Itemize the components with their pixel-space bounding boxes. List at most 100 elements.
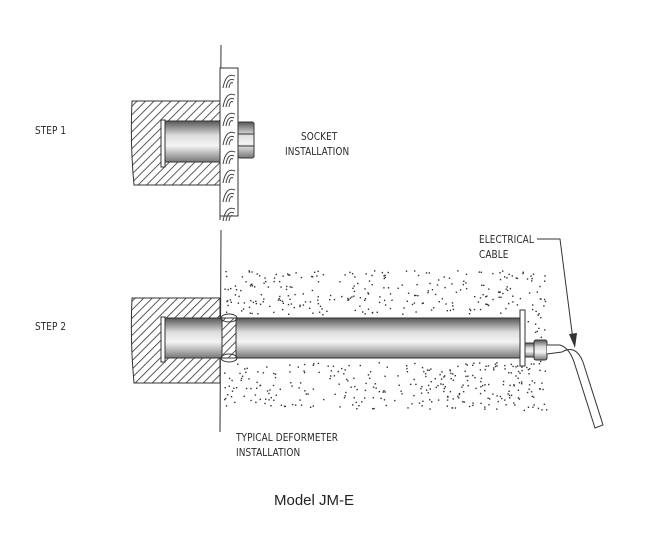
concrete-speckle xyxy=(444,386,446,388)
concrete-speckle xyxy=(248,270,250,272)
concrete-speckle xyxy=(351,296,353,298)
step1-label: STEP 1 xyxy=(35,125,67,137)
concrete-speckle xyxy=(304,301,307,303)
concrete-speckle xyxy=(299,382,302,384)
concrete-speckle xyxy=(480,380,482,383)
concrete-speckle xyxy=(245,371,247,374)
concrete-speckle xyxy=(434,378,436,380)
cable-gland xyxy=(533,339,548,361)
concrete-speckle xyxy=(298,387,300,389)
concrete-speckle xyxy=(496,362,498,364)
concrete-speckle xyxy=(228,385,230,387)
concrete-speckle xyxy=(513,385,515,387)
concrete-speckle xyxy=(516,277,519,280)
concrete-speckle xyxy=(280,404,283,406)
concrete-speckle xyxy=(327,365,329,367)
concrete-speckle xyxy=(513,384,515,386)
concrete-speckle xyxy=(512,301,514,303)
concrete-speckle xyxy=(225,397,227,400)
concrete-speckle xyxy=(511,275,513,277)
concrete-speckle xyxy=(533,382,536,384)
concrete-speckle xyxy=(502,383,505,386)
concrete-speckle xyxy=(385,404,387,407)
wood-grain-mark xyxy=(222,169,236,184)
concrete-speckle xyxy=(477,301,480,303)
concrete-speckle xyxy=(230,287,232,290)
concrete-speckle xyxy=(505,288,507,290)
concrete-speckle xyxy=(291,385,293,387)
concrete-speckle xyxy=(484,384,486,386)
concrete-speckle xyxy=(303,370,305,372)
concrete-speckle xyxy=(373,407,375,410)
concrete-speckle xyxy=(452,308,455,311)
concrete-speckle xyxy=(312,388,315,390)
concrete-speckle xyxy=(422,302,424,304)
concrete-speckle xyxy=(337,370,339,373)
concrete-speckle xyxy=(425,375,427,378)
concrete-speckle xyxy=(415,311,417,313)
concrete-speckle xyxy=(307,393,309,395)
concrete-speckle xyxy=(245,281,247,283)
concrete-speckle xyxy=(317,296,319,298)
concrete-speckle xyxy=(463,280,465,282)
concrete-speckle xyxy=(312,276,314,278)
concrete-speckle xyxy=(245,387,248,390)
concrete-speckle xyxy=(248,378,250,380)
concrete-speckle xyxy=(364,288,366,290)
concrete-speckle xyxy=(513,402,515,404)
concrete-speckle xyxy=(517,370,520,373)
concrete-speckle xyxy=(311,275,313,278)
concrete-speckle xyxy=(529,368,531,370)
concrete-speckle xyxy=(515,277,517,279)
concrete-speckle xyxy=(391,299,393,301)
concrete-speckle xyxy=(481,284,483,286)
concrete-speckle xyxy=(227,288,229,291)
concrete-speckle xyxy=(538,363,541,365)
concrete-speckle xyxy=(353,295,355,297)
concrete-speckle xyxy=(266,366,268,368)
concrete-speckle xyxy=(364,397,366,399)
concrete-speckle xyxy=(365,273,367,275)
concrete-speckle xyxy=(480,377,483,380)
concrete-speckle xyxy=(468,313,471,315)
concrete-speckle xyxy=(440,383,442,385)
concrete-speckle xyxy=(265,280,267,283)
concrete-speckle xyxy=(536,291,538,293)
concrete-speckle xyxy=(500,312,502,314)
concrete-speckle xyxy=(465,282,467,284)
concrete-speckle xyxy=(290,303,293,305)
concrete-speckle xyxy=(264,277,266,279)
concrete-speckle xyxy=(294,293,296,296)
concrete-speckle xyxy=(403,307,405,309)
arrowhead-icon xyxy=(569,333,577,348)
concrete-speckle xyxy=(504,364,506,367)
cable-fitting xyxy=(524,342,535,358)
concrete-speckle xyxy=(248,271,251,273)
concrete-speckle xyxy=(543,298,546,301)
concrete-speckle xyxy=(459,289,462,291)
concrete-speckle xyxy=(251,271,253,273)
concrete-speckle xyxy=(542,388,544,391)
concrete-speckle xyxy=(538,313,540,315)
concrete-speckle xyxy=(435,386,437,389)
concrete-speckle xyxy=(350,386,352,388)
concrete-speckle xyxy=(534,331,537,333)
concrete-speckle xyxy=(224,387,226,389)
concrete-speckle xyxy=(280,286,282,288)
concrete-speckle xyxy=(414,294,416,297)
concrete-speckle xyxy=(383,275,385,277)
concrete-speckle xyxy=(523,409,525,412)
concrete-speckle xyxy=(259,398,261,401)
concrete-speckle xyxy=(530,363,533,365)
concrete-speckle xyxy=(496,365,498,367)
concrete-speckle xyxy=(469,309,472,312)
concrete-speckle xyxy=(302,304,305,306)
concrete-speckle xyxy=(279,388,281,390)
concrete-speckle xyxy=(312,405,314,407)
concrete-speckle xyxy=(454,375,456,377)
concrete-speckle xyxy=(512,365,514,368)
concrete-speckle xyxy=(347,297,349,300)
concrete-speckle xyxy=(368,280,371,282)
concrete-speckle xyxy=(509,397,511,399)
concrete-speckle xyxy=(538,327,540,330)
